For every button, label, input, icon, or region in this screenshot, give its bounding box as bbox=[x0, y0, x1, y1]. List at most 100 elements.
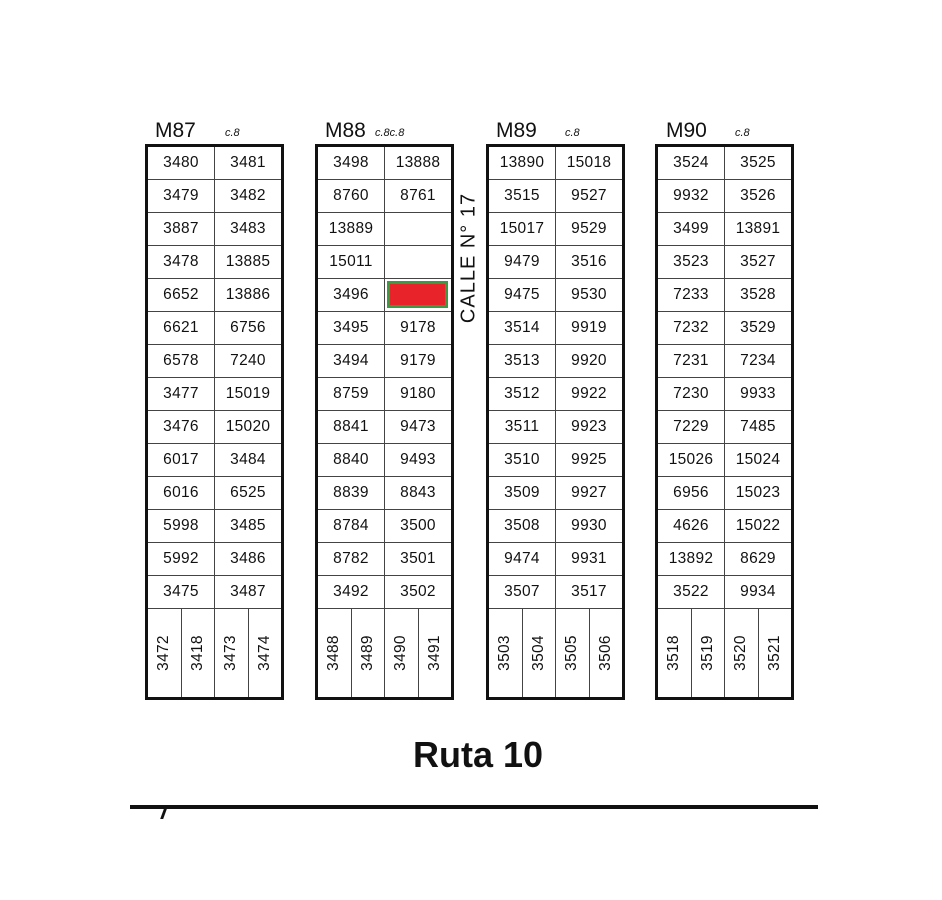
lot[interactable]: 3484 bbox=[230, 451, 266, 468]
lot[interactable]: 3489 bbox=[350, 609, 385, 697]
lot[interactable]: 3529 bbox=[740, 319, 776, 336]
lot[interactable]: 3498 bbox=[318, 147, 385, 179]
lot[interactable]: 13890 bbox=[489, 147, 556, 179]
empty-lot[interactable] bbox=[385, 213, 451, 245]
lot[interactable]: 6017 bbox=[148, 444, 215, 476]
lot[interactable]: 13888 bbox=[395, 154, 441, 171]
lot[interactable]: 3522 bbox=[658, 576, 725, 608]
lot[interactable]: 6652 bbox=[148, 279, 215, 311]
lot[interactable]: 3491 bbox=[417, 609, 452, 697]
lot[interactable]: 3509 bbox=[489, 477, 556, 509]
lot[interactable]: 8843 bbox=[400, 484, 436, 501]
lot[interactable]: 9927 bbox=[571, 484, 607, 501]
lot[interactable]: 3481 bbox=[230, 154, 266, 171]
lot[interactable]: 3508 bbox=[489, 510, 556, 542]
lot[interactable]: 3494 bbox=[318, 345, 385, 377]
lot[interactable]: 8759 bbox=[318, 378, 385, 410]
lot[interactable]: 7240 bbox=[230, 352, 266, 369]
lot[interactable]: 3513 bbox=[489, 345, 556, 377]
lot[interactable]: 3496 bbox=[318, 279, 385, 311]
lot[interactable]: 3512 bbox=[489, 378, 556, 410]
lot[interactable]: 3505 bbox=[555, 609, 589, 697]
lot[interactable]: 8841 bbox=[318, 411, 385, 443]
lot[interactable]: 6956 bbox=[658, 477, 725, 509]
lot[interactable]: 6621 bbox=[148, 312, 215, 344]
lot[interactable]: 7233 bbox=[658, 279, 725, 311]
lot[interactable]: 3515 bbox=[489, 180, 556, 212]
lot[interactable]: 9530 bbox=[571, 286, 607, 303]
lot[interactable]: 6578 bbox=[148, 345, 215, 377]
lot[interactable]: 3507 bbox=[489, 576, 556, 608]
lot[interactable]: 3517 bbox=[571, 583, 607, 600]
lot[interactable]: 3514 bbox=[489, 312, 556, 344]
lot[interactable]: 7230 bbox=[658, 378, 725, 410]
lot[interactable]: 9178 bbox=[400, 319, 436, 336]
lot[interactable]: 3499 bbox=[658, 213, 725, 245]
lot[interactable]: 9475 bbox=[489, 279, 556, 311]
lot[interactable]: 3527 bbox=[740, 253, 776, 270]
lot[interactable]: 13892 bbox=[658, 543, 725, 575]
lot[interactable]: 3504 bbox=[521, 609, 556, 697]
lot[interactable]: 15017 bbox=[489, 213, 556, 245]
lot[interactable]: 9934 bbox=[740, 583, 776, 600]
lot[interactable]: 3485 bbox=[230, 517, 266, 534]
lot[interactable]: 3476 bbox=[148, 411, 215, 443]
lot[interactable]: 9474 bbox=[489, 543, 556, 575]
lot[interactable]: 15011 bbox=[318, 246, 385, 278]
lot[interactable]: 3516 bbox=[571, 253, 607, 270]
lot[interactable]: 3490 bbox=[384, 609, 418, 697]
lot[interactable]: 3483 bbox=[230, 220, 266, 237]
lot[interactable]: 8782 bbox=[318, 543, 385, 575]
lot[interactable]: 3418 bbox=[180, 609, 215, 697]
lot[interactable]: 3523 bbox=[658, 246, 725, 278]
lot[interactable]: 15023 bbox=[735, 484, 781, 501]
lot[interactable]: 5992 bbox=[148, 543, 215, 575]
lot[interactable]: 15020 bbox=[225, 418, 271, 435]
lot[interactable]: 3482 bbox=[230, 187, 266, 204]
highlighted-lot[interactable] bbox=[385, 279, 451, 311]
lot[interactable]: 4626 bbox=[658, 510, 725, 542]
lot[interactable]: 7485 bbox=[740, 418, 776, 435]
lot[interactable]: 3480 bbox=[148, 147, 215, 179]
lot[interactable]: 3502 bbox=[400, 583, 436, 600]
lot[interactable]: 3528 bbox=[740, 286, 776, 303]
lot[interactable]: 3501 bbox=[400, 550, 436, 567]
lot[interactable]: 8629 bbox=[740, 550, 776, 567]
lot[interactable]: 9473 bbox=[400, 418, 436, 435]
lot[interactable]: 6756 bbox=[230, 319, 266, 336]
lot[interactable]: 9919 bbox=[571, 319, 607, 336]
lot[interactable]: 15026 bbox=[658, 444, 725, 476]
lot[interactable]: 9180 bbox=[400, 385, 436, 402]
lot[interactable]: 3478 bbox=[148, 246, 215, 278]
lot[interactable]: 3474 bbox=[247, 609, 282, 697]
lot[interactable]: 7234 bbox=[740, 352, 776, 369]
lot[interactable]: 6525 bbox=[230, 484, 266, 501]
lot[interactable]: 3524 bbox=[658, 147, 725, 179]
lot[interactable]: 3519 bbox=[690, 609, 725, 697]
lot[interactable]: 9922 bbox=[571, 385, 607, 402]
lot[interactable]: 15024 bbox=[735, 451, 781, 468]
lot[interactable]: 15018 bbox=[566, 154, 612, 171]
lot[interactable]: 15019 bbox=[225, 385, 271, 402]
lot[interactable]: 9479 bbox=[489, 246, 556, 278]
lot[interactable]: 6016 bbox=[148, 477, 215, 509]
lot[interactable]: 8840 bbox=[318, 444, 385, 476]
lot[interactable]: 3503 bbox=[489, 609, 522, 697]
lot[interactable]: 3475 bbox=[148, 576, 215, 608]
lot[interactable]: 3500 bbox=[400, 517, 436, 534]
lot[interactable]: 3473 bbox=[214, 609, 248, 697]
lot[interactable]: 9493 bbox=[400, 451, 436, 468]
lot[interactable]: 8761 bbox=[400, 187, 436, 204]
lot[interactable]: 13891 bbox=[735, 220, 781, 237]
lot[interactable]: 3506 bbox=[588, 609, 623, 697]
lot[interactable]: 3477 bbox=[148, 378, 215, 410]
lot[interactable]: 8784 bbox=[318, 510, 385, 542]
lot[interactable]: 3510 bbox=[489, 444, 556, 476]
lot[interactable]: 3472 bbox=[148, 609, 181, 697]
lot[interactable]: 3526 bbox=[740, 187, 776, 204]
lot[interactable]: 3488 bbox=[318, 609, 351, 697]
lot[interactable]: 13885 bbox=[225, 253, 271, 270]
lot[interactable]: 5998 bbox=[148, 510, 215, 542]
lot[interactable]: 15022 bbox=[735, 517, 781, 534]
lot[interactable]: 8760 bbox=[318, 180, 385, 212]
